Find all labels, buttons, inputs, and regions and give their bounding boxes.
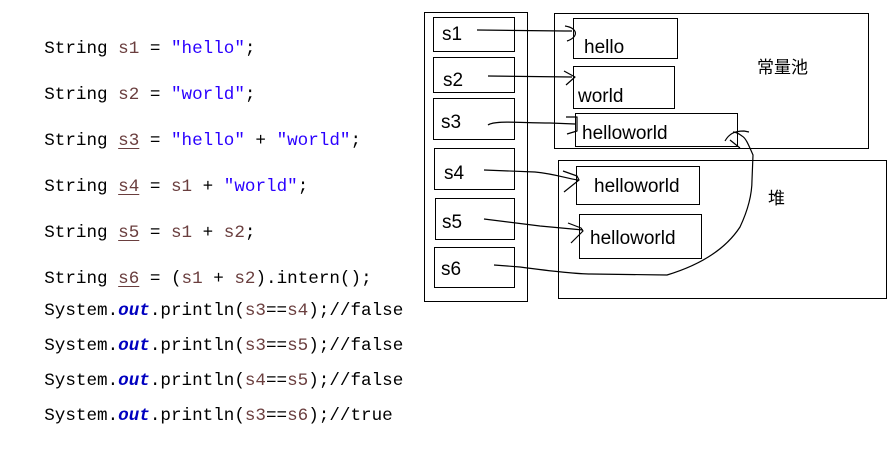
reference-arrows (476, 25, 754, 276)
stack-var-label: s2 (443, 70, 464, 91)
arrowhead (564, 25, 576, 42)
code-line-s4: String s4 = s1 + "world"; (44, 177, 309, 197)
code-listing: String s1 = "hello"; String s2 = "world"… (2, 0, 403, 426)
stack-slot-s2 (433, 57, 515, 93)
heap-label: 堆 (768, 189, 785, 209)
code-line-print-2: System.out.println(s3==s5);//false (44, 336, 404, 356)
method-call: ).intern() (255, 269, 362, 289)
arrow-s4-to-heap-helloworld-1 (483, 169, 579, 181)
heap-object-helloworld-1 (576, 166, 700, 205)
class-name: System (44, 336, 108, 356)
code-line-print-1: System.out.println(s3==s4);//false (44, 301, 404, 321)
variable-ref: s1 (170, 223, 193, 243)
operator: + (244, 131, 277, 151)
string-literal: "hello" (170, 39, 245, 59)
type-keyword: String (44, 131, 108, 151)
constant-pool-region (554, 13, 869, 149)
type-keyword: String (44, 269, 108, 289)
stack-var-label: s6 (441, 259, 462, 280)
stack-var-label: s1 (442, 24, 463, 45)
string-literal: "world" (170, 85, 245, 105)
heap-object-helloworld-2 (579, 214, 702, 259)
code-line-s1: String s1 = "hello"; (44, 39, 256, 59)
variable-ref: s4 (244, 371, 266, 391)
string-literal: "world" (223, 177, 298, 197)
stack-slot-s3 (433, 98, 515, 140)
arrow-s2-to-world (487, 75, 573, 78)
stack-var-label: s4 (444, 163, 465, 184)
arrowhead (566, 116, 578, 135)
method-name: println (160, 371, 235, 391)
code-line-s5: String s5 = s1 + s2; (44, 223, 256, 243)
variable-ref: s3 (244, 301, 266, 321)
static-field: out (118, 301, 150, 321)
pool-object-world (573, 66, 675, 109)
code-line-print-3: System.out.println(s4==s5);//false (44, 371, 404, 391)
stack-frame (424, 12, 528, 302)
variable-ref: s2 (234, 269, 256, 289)
variable-name: s1 (118, 39, 140, 59)
type-keyword: String (44, 85, 108, 105)
arrow-s1-to-hello (476, 29, 572, 32)
comment: //false (329, 301, 404, 321)
operator: + (192, 177, 224, 197)
variable-name: s3 (118, 131, 140, 151)
arrow-s5-to-heap-helloworld-2 (483, 218, 584, 231)
variable-name: s2 (118, 85, 140, 105)
comment: //false (329, 371, 404, 391)
variable-name: s6 (118, 269, 140, 289)
stack-slot-s5 (435, 198, 515, 240)
stack-slot-s6 (434, 247, 515, 288)
operator: ( (170, 269, 182, 289)
static-field: out (118, 336, 150, 356)
variable-name: s5 (118, 223, 140, 243)
arrowhead (724, 130, 750, 149)
arrowhead (562, 170, 580, 193)
memory-diagram: s1 s2 s3 s4 s5 s6 hello world helloworld… (424, 12, 887, 302)
heap-region (558, 160, 887, 299)
variable-ref: s1 (170, 177, 193, 197)
heap-object-label: helloworld (594, 176, 680, 197)
variable-ref: s5 (287, 336, 309, 356)
stack-var-label: s3 (441, 112, 462, 133)
stack-slot-s1 (433, 17, 515, 52)
arrowhead (567, 222, 584, 244)
comment: //false (329, 336, 404, 356)
pool-object-hello (573, 18, 678, 59)
arrow-s3-to-pool-helloworld (487, 121, 576, 126)
variable-ref: s4 (287, 301, 309, 321)
variable-ref: s1 (181, 269, 203, 289)
operator: + (202, 269, 235, 289)
type-keyword: String (44, 177, 108, 197)
type-keyword: String (44, 223, 108, 243)
static-field: out (118, 371, 150, 391)
operator: + (192, 223, 224, 243)
code-line-s6: String s6 = (s1 + s2).intern(); (44, 269, 372, 289)
arrowhead (563, 70, 576, 86)
string-literal: "world" (276, 131, 351, 151)
variable-name: s4 (118, 177, 140, 197)
method-name: println (160, 301, 235, 321)
variable-ref: s5 (287, 371, 309, 391)
string-literal: "hello" (170, 131, 245, 151)
arrow-s6-to-pool-helloworld (493, 131, 754, 276)
pool-object-helloworld (575, 113, 738, 147)
method-name: println (160, 336, 235, 356)
type-keyword: String (44, 39, 108, 59)
code-line-s3: String s3 = "hello" + "world"; (44, 131, 362, 151)
code-line-s2: String s2 = "world"; (44, 85, 256, 105)
class-name: System (44, 371, 108, 391)
stack-var-label: s5 (442, 212, 463, 233)
heap-object-label: helloworld (590, 228, 676, 249)
pool-object-label: world (578, 86, 624, 107)
stack-slot-s4 (434, 148, 515, 190)
pool-object-label: helloworld (582, 123, 668, 144)
class-name: System (44, 301, 108, 321)
variable-ref: s3 (244, 336, 266, 356)
variable-ref: s2 (223, 223, 245, 243)
constant-pool-label: 常量池 (757, 58, 808, 78)
pool-object-label: hello (584, 37, 625, 58)
